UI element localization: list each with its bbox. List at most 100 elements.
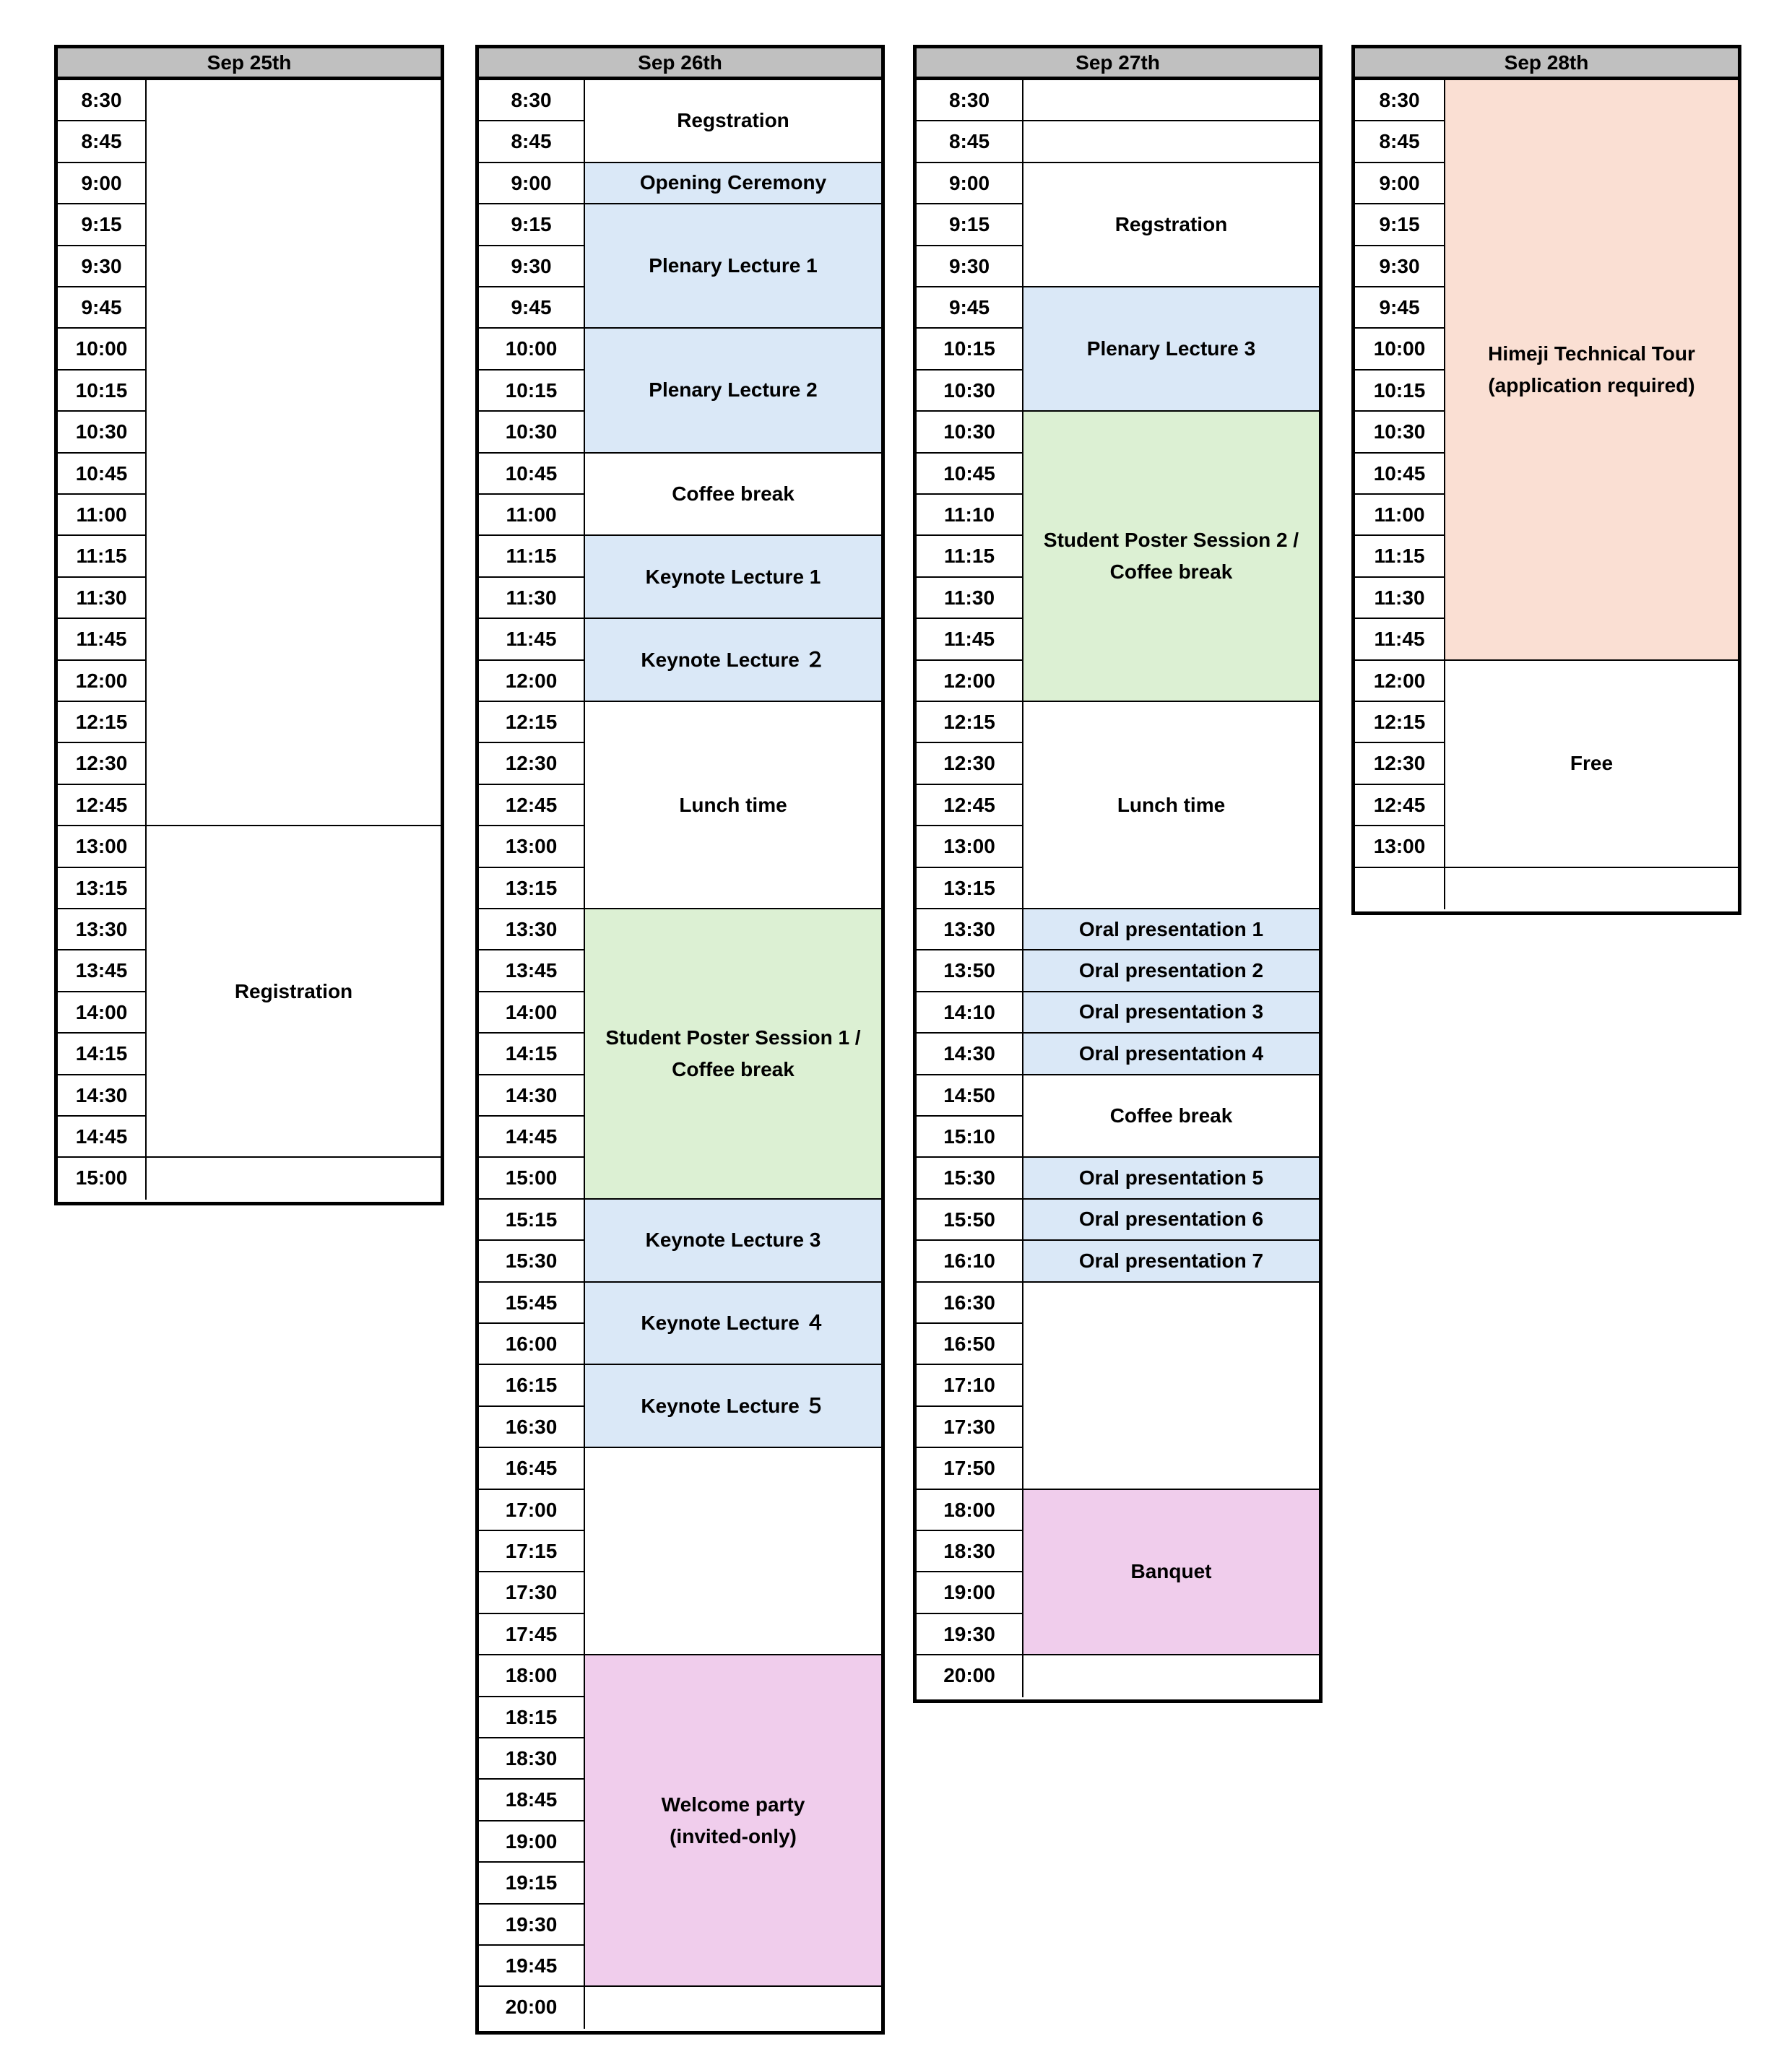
time-slot: 17:00	[479, 1489, 585, 1531]
time-slot: 11:15	[479, 536, 585, 578]
time-slot: 14:15	[479, 1034, 585, 1075]
empty-block	[147, 80, 441, 827]
time-slot: 12:00	[479, 660, 585, 702]
empty-block	[1023, 1282, 1319, 1490]
time-slot: 9:00	[479, 163, 585, 205]
time-slot: 19:45	[479, 1946, 585, 1988]
time-slot: 9:00	[917, 163, 1023, 205]
time-slot: 14:30	[58, 1075, 147, 1117]
time-slot: 12:15	[917, 702, 1023, 744]
time-slot: 14:30	[917, 1034, 1023, 1075]
time-slot: 13:45	[479, 950, 585, 992]
session-block: Welcome party (invited-only)	[585, 1655, 881, 1988]
session-block: Oral presentation 3	[1023, 992, 1319, 1034]
time-slot: 12:30	[1355, 743, 1445, 785]
time-slot: 10:15	[1355, 370, 1445, 412]
time-slot: 12:15	[479, 702, 585, 744]
time-slot: 11:15	[917, 536, 1023, 578]
time-slot: 11:30	[58, 577, 147, 620]
session-block: Keynote Lecture 3	[585, 1199, 881, 1283]
session-block: Keynote Lecture ５	[585, 1365, 881, 1449]
time-slot: 16:10	[917, 1241, 1023, 1283]
time-slot: 18:45	[479, 1780, 585, 1821]
time-slot: 15:30	[917, 1158, 1023, 1200]
time-slot: 13:00	[1355, 826, 1445, 868]
time-slot: 13:30	[917, 909, 1023, 951]
time-slot: 15:00	[58, 1158, 147, 1200]
session-block: Student Poster Session 1 / Coffee break	[585, 909, 881, 1200]
time-slot: 13:50	[917, 950, 1023, 992]
empty-block	[1023, 80, 1319, 122]
time-slot: 13:00	[479, 826, 585, 868]
time-slot: 16:00	[479, 1324, 585, 1366]
time-slot: 17:15	[479, 1531, 585, 1573]
time-slot: 11:10	[917, 495, 1023, 537]
time-slot: 9:30	[58, 246, 147, 287]
time-slot: 10:45	[1355, 453, 1445, 495]
session-block: Plenary Lecture 3	[1023, 287, 1319, 412]
time-slot: 19:30	[479, 1904, 585, 1946]
time-slot: 15:45	[479, 1282, 585, 1324]
session-block: Plenary Lecture 2	[585, 329, 881, 454]
time-slot: 16:50	[917, 1324, 1023, 1366]
time-slot: 10:15	[479, 370, 585, 412]
time-slot: 17:45	[479, 1613, 585, 1656]
time-slot: 12:45	[1355, 784, 1445, 827]
time-slot: 12:00	[1355, 660, 1445, 702]
time-slot: 10:15	[917, 329, 1023, 371]
time-slot: 20:00	[917, 1655, 1023, 1697]
time-slot: 12:00	[58, 660, 147, 702]
time-slot: 8:30	[917, 80, 1023, 122]
session-block: Keynote Lecture ２	[585, 619, 881, 702]
time-slot: 13:45	[58, 950, 147, 992]
time-slot: 10:15	[58, 370, 147, 412]
day-header: Sep 28th	[1355, 48, 1738, 80]
time-slot: 10:45	[58, 453, 147, 495]
session-block: Coffee break	[1023, 1075, 1319, 1158]
time-slot: 11:45	[58, 619, 147, 661]
time-slot: 12:45	[479, 784, 585, 827]
session-block: Regstration	[1023, 163, 1319, 287]
time-slot: 12:45	[58, 784, 147, 827]
time-slot: 9:00	[58, 163, 147, 205]
time-slot: 14:10	[917, 992, 1023, 1034]
time-slot: 19:00	[479, 1821, 585, 1863]
time-slot: 12:15	[58, 702, 147, 744]
session-block: Keynote Lecture 1	[585, 536, 881, 620]
time-slot: 13:30	[58, 909, 147, 951]
time-slot: 10:30	[479, 412, 585, 454]
time-slot: 15:15	[479, 1199, 585, 1242]
time-slot: 17:10	[917, 1365, 1023, 1407]
time-slot: 13:00	[917, 826, 1023, 868]
time-slot: 9:15	[917, 204, 1023, 246]
session-block: Free	[1445, 660, 1738, 868]
time-slot: 8:45	[1355, 121, 1445, 163]
day-header: Sep 25th	[58, 48, 441, 80]
time-slot: 10:30	[917, 370, 1023, 412]
time-slot: 18:30	[479, 1738, 585, 1780]
time-slot: 13:15	[479, 867, 585, 909]
time-slot: 14:45	[58, 1117, 147, 1158]
time-slot: 11:00	[1355, 495, 1445, 537]
time-slot: 8:30	[58, 80, 147, 122]
time-slot: 9:30	[917, 246, 1023, 287]
time-slot: 11:30	[1355, 577, 1445, 620]
time-slot: 14:15	[58, 1034, 147, 1075]
empty-block	[147, 1158, 441, 1200]
time-slot: 9:00	[1355, 163, 1445, 205]
time-slot: 16:45	[479, 1448, 585, 1490]
session-block: Lunch time	[585, 702, 881, 909]
time-slot: 18:00	[917, 1489, 1023, 1531]
time-slot: 13:15	[917, 867, 1023, 909]
session-block: Himeji Technical Tour (application requi…	[1445, 80, 1738, 661]
session-block: Lunch time	[1023, 702, 1319, 909]
time-slot: 14:45	[479, 1117, 585, 1158]
time-slot: 11:30	[917, 577, 1023, 620]
time-slot: 9:45	[917, 287, 1023, 329]
time-slot: 9:15	[58, 204, 147, 246]
time-slot: 20:00	[479, 1987, 585, 2029]
empty-block	[585, 1987, 881, 2029]
session-block: Student Poster Session 2 / Coffee break	[1023, 412, 1319, 702]
